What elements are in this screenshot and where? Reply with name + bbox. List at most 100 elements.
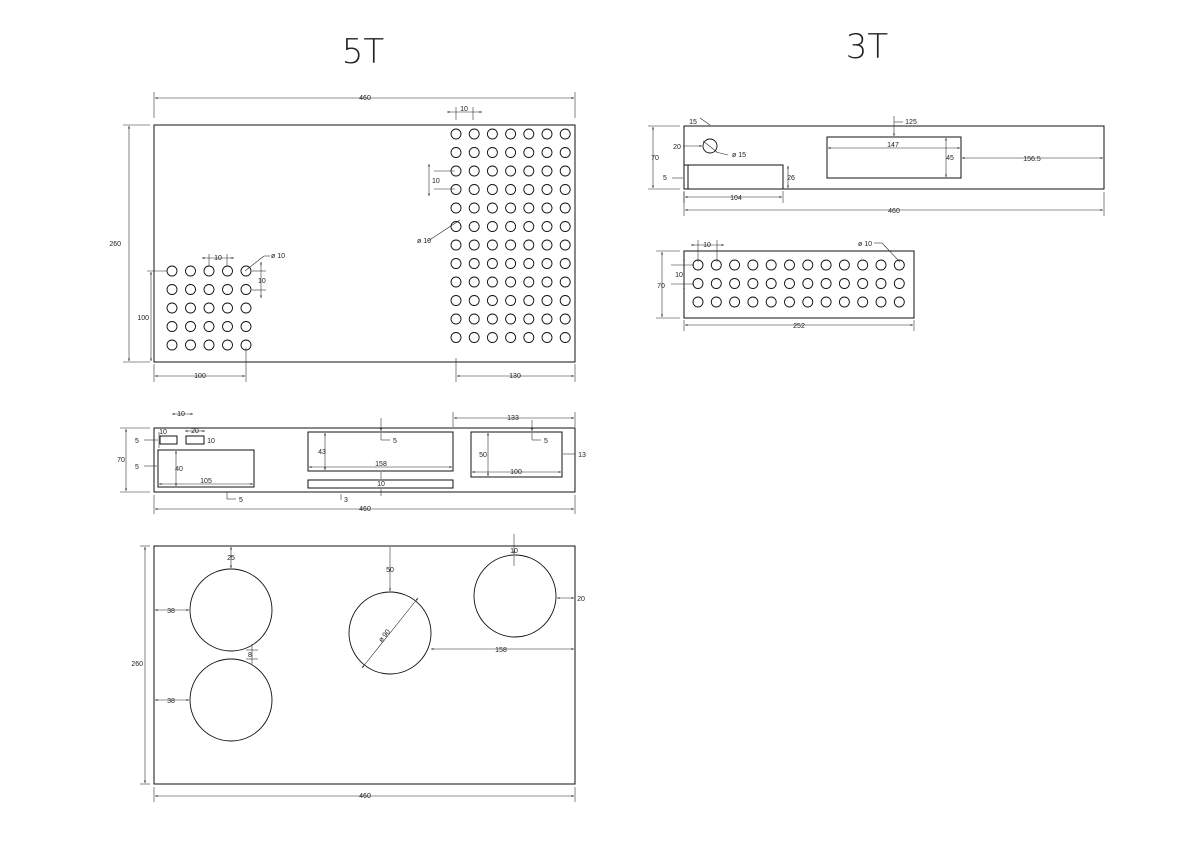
hole — [185, 321, 196, 332]
hole — [505, 313, 517, 325]
dim-3t-5: 5 — [663, 175, 667, 182]
hole — [505, 276, 517, 288]
title-5t: 5T — [342, 32, 385, 72]
hole — [784, 259, 795, 271]
hole — [166, 302, 178, 314]
dim-3t-125: 125 — [905, 119, 917, 126]
dim-3t-grid-dia: ø 10 — [858, 241, 872, 248]
slot-small-2 — [185, 435, 205, 445]
hole — [692, 296, 704, 308]
hole — [505, 332, 517, 343]
hole — [802, 278, 814, 289]
hole — [523, 295, 535, 306]
hole — [203, 302, 215, 314]
dim-5t-side-l17: 13 — [578, 452, 586, 459]
dim-5t-right-dia: ø 10 — [417, 238, 431, 245]
dim-5t-side-l10: 158 — [375, 461, 387, 468]
dim-5t-side-l15: 100 — [510, 469, 522, 476]
dim-3t-20: 20 — [673, 144, 681, 151]
hole — [468, 313, 480, 325]
hole — [523, 221, 535, 232]
dim-3t-104: 104 — [730, 195, 742, 202]
hole — [505, 295, 517, 306]
hole — [468, 165, 480, 177]
hole — [166, 265, 178, 277]
hole — [541, 202, 553, 214]
hole — [559, 147, 571, 158]
hole — [523, 165, 535, 177]
hole — [559, 128, 571, 140]
dim-5t-bottom-8: 8 — [248, 652, 252, 659]
hole — [765, 259, 777, 271]
hole — [450, 202, 462, 214]
dim-5t-side-l0: 5 — [135, 438, 139, 445]
hole — [559, 332, 571, 343]
hole — [802, 296, 814, 308]
dim-5t-side-l2: 10 — [159, 429, 167, 436]
dim-5t-bottom-158: 158 — [495, 647, 507, 654]
hole — [541, 258, 553, 269]
hole — [185, 284, 196, 295]
hole-grid-left — [166, 265, 252, 351]
dim-5t-side-l6: 40 — [175, 466, 183, 473]
hole-grid-3t — [692, 259, 905, 308]
dim-3t-grid-vpitch: 10 — [675, 272, 683, 279]
hole-large-right — [473, 554, 557, 638]
hole — [185, 265, 196, 277]
dim-5t-left-width: 100 — [194, 373, 206, 380]
panel-3t-grid: 10 10 70 252 ø 10 — [656, 240, 915, 331]
dim-5t-bottom-38b: 38 — [167, 698, 175, 705]
dim-5t-side-l5: 5 — [135, 464, 139, 471]
hole — [541, 184, 553, 195]
hole — [857, 259, 869, 271]
hole — [450, 258, 462, 269]
dim-5t-bottom-height: 260 — [131, 661, 143, 668]
hole — [505, 128, 517, 140]
hole — [185, 302, 196, 314]
hole — [875, 278, 887, 289]
dim-5t-side-l16: 5 — [544, 438, 548, 445]
hole — [893, 278, 905, 289]
dim-3t-grid-hpitch: 10 — [703, 242, 711, 249]
hole — [450, 313, 462, 325]
hole — [486, 184, 498, 195]
dim-3t-460: 460 — [888, 208, 900, 215]
dim-5t-side-133: 133 — [507, 415, 519, 422]
dim-5t-side-l7: 105 — [200, 478, 212, 485]
hole — [486, 221, 498, 232]
hole — [820, 296, 832, 308]
hole — [166, 321, 178, 332]
hole — [505, 184, 517, 195]
hole — [541, 221, 553, 232]
hole — [505, 258, 517, 269]
panel-5t-side: 70 460 133 10 10 20 10 5 5 40 105 5 43 1… — [117, 411, 586, 514]
hole — [523, 184, 535, 195]
dim-5t-bottom-25: 25 — [227, 555, 235, 562]
hole — [468, 184, 480, 195]
hole — [222, 339, 233, 351]
hole — [802, 259, 814, 271]
hole — [541, 239, 553, 251]
hole — [541, 295, 553, 306]
dim-5t-side-l12: 10 — [377, 481, 385, 488]
dim-5t-width: 460 — [359, 95, 371, 102]
hole — [559, 258, 571, 269]
hole — [486, 165, 498, 177]
dim-3t-dia15: ø 15 — [732, 152, 746, 159]
title-3t: 3T — [846, 27, 889, 67]
hole — [505, 221, 517, 232]
slot-rect-left — [157, 449, 255, 488]
hole — [468, 276, 480, 288]
hole — [203, 321, 215, 332]
hole — [559, 165, 571, 177]
hole — [505, 239, 517, 251]
hole — [523, 202, 535, 214]
dim-3t-156: 156.5 — [1023, 156, 1041, 163]
hole — [240, 302, 252, 314]
hole — [857, 296, 869, 308]
dim-5t-left-height: 100 — [137, 315, 149, 322]
hole — [523, 313, 535, 325]
hole — [240, 284, 252, 295]
hole — [468, 128, 480, 140]
dim-5t-right-width: 130 — [509, 373, 521, 380]
